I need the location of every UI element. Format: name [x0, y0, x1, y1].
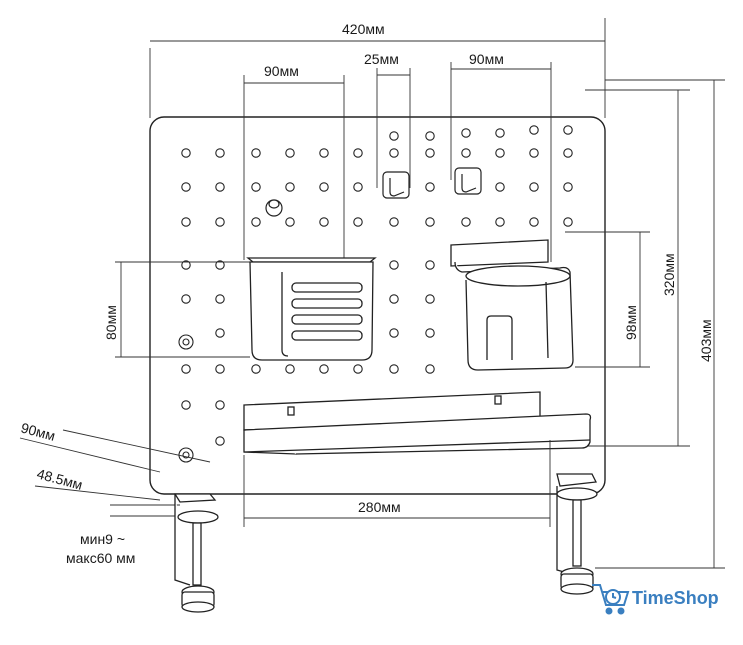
peg-hole — [181, 148, 191, 158]
panel-height-label: 403мм — [698, 319, 714, 362]
shelf-width-label: 280мм — [358, 499, 401, 515]
clamp-dimensions — [19, 429, 211, 517]
pegboard-holes — [181, 125, 573, 446]
basket-width-dimension — [243, 75, 345, 260]
hole-area-height-label: 320мм — [661, 253, 677, 296]
cup-width-label: 90мм — [469, 51, 504, 67]
peg-hole — [215, 328, 225, 338]
peg-hole — [353, 364, 363, 374]
peg-hole — [181, 364, 191, 374]
peg-hole — [319, 364, 329, 374]
peg-hole — [389, 148, 399, 158]
peg-hole — [495, 182, 505, 192]
peg-hole — [319, 182, 329, 192]
peg-knob — [265, 199, 283, 217]
bottom-shelf — [243, 391, 592, 455]
peg-hole — [319, 148, 329, 158]
peg-hole — [319, 217, 329, 227]
screw-left-lower — [178, 447, 194, 463]
hook-gap-label: 25мм — [364, 51, 399, 67]
peg-hole — [389, 217, 399, 227]
peg-hole — [563, 182, 573, 192]
peg-hole — [425, 294, 435, 304]
peg-hole — [389, 294, 399, 304]
wall-hook-left — [382, 171, 410, 199]
peg-hole — [353, 182, 363, 192]
screw-left-upper — [178, 334, 194, 350]
cart-icon — [592, 584, 630, 615]
peg-hole — [529, 148, 539, 158]
clamp-right — [556, 473, 598, 595]
peg-hole — [353, 217, 363, 227]
peg-hole — [495, 217, 505, 227]
peg-hole — [461, 217, 471, 227]
clamp-depth-label: 90мм — [19, 419, 57, 443]
brand-name: TimeShop — [632, 588, 719, 608]
wall-hook-right — [454, 167, 482, 195]
peg-hole — [529, 125, 539, 135]
peg-hole — [215, 364, 225, 374]
peg-hole — [425, 131, 435, 141]
clamp-left — [173, 493, 219, 613]
cup-height-label: 98мм — [623, 305, 639, 340]
shelf-width-dimension — [243, 440, 551, 527]
peg-hole — [563, 217, 573, 227]
peg-hole — [181, 182, 191, 192]
brand-watermark: TimeShop — [592, 584, 719, 615]
peg-hole — [461, 128, 471, 138]
peg-hole — [285, 364, 295, 374]
peg-hole — [285, 148, 295, 158]
width-dimension — [149, 18, 606, 118]
peg-hole — [495, 128, 505, 138]
peg-hole — [251, 364, 261, 374]
basket-height-label: 80мм — [103, 305, 119, 340]
peg-hole — [563, 125, 573, 135]
peg-hole — [389, 131, 399, 141]
peg-hole — [495, 148, 505, 158]
cup-holder — [450, 239, 574, 371]
peg-hole — [425, 364, 435, 374]
basket-height-dimension — [115, 261, 250, 358]
peg-hole — [563, 148, 573, 158]
peg-hole — [389, 260, 399, 270]
peg-hole — [251, 217, 261, 227]
cup-width-dimension — [450, 62, 552, 262]
peg-hole — [353, 148, 363, 158]
clamp-min-label: мин9 ~ — [80, 531, 125, 547]
peg-hole — [215, 260, 225, 270]
peg-hole — [251, 182, 261, 192]
peg-hole — [215, 217, 225, 227]
clamp-max-label: макс60 мм — [66, 550, 135, 566]
peg-hole — [215, 148, 225, 158]
peg-hole — [181, 294, 191, 304]
hook-gap-dimension — [376, 68, 411, 188]
peg-hole — [215, 436, 225, 446]
peg-hole — [285, 217, 295, 227]
peg-hole — [529, 182, 539, 192]
peg-hole — [425, 148, 435, 158]
peg-hole — [425, 182, 435, 192]
peg-hole — [215, 182, 225, 192]
peg-hole — [425, 260, 435, 270]
peg-hole — [425, 328, 435, 338]
peg-hole — [215, 294, 225, 304]
storage-basket — [246, 257, 377, 361]
peg-hole — [285, 182, 295, 192]
peg-hole — [529, 217, 539, 227]
basket-width-label: 90мм — [264, 63, 299, 79]
peg-hole — [389, 328, 399, 338]
peg-hole — [461, 148, 471, 158]
peg-hole — [181, 260, 191, 270]
peg-hole — [181, 400, 191, 410]
peg-hole — [215, 400, 225, 410]
width-label: 420мм — [342, 21, 385, 37]
peg-hole — [425, 217, 435, 227]
peg-hole — [251, 148, 261, 158]
peg-hole — [181, 217, 191, 227]
peg-hole — [389, 364, 399, 374]
